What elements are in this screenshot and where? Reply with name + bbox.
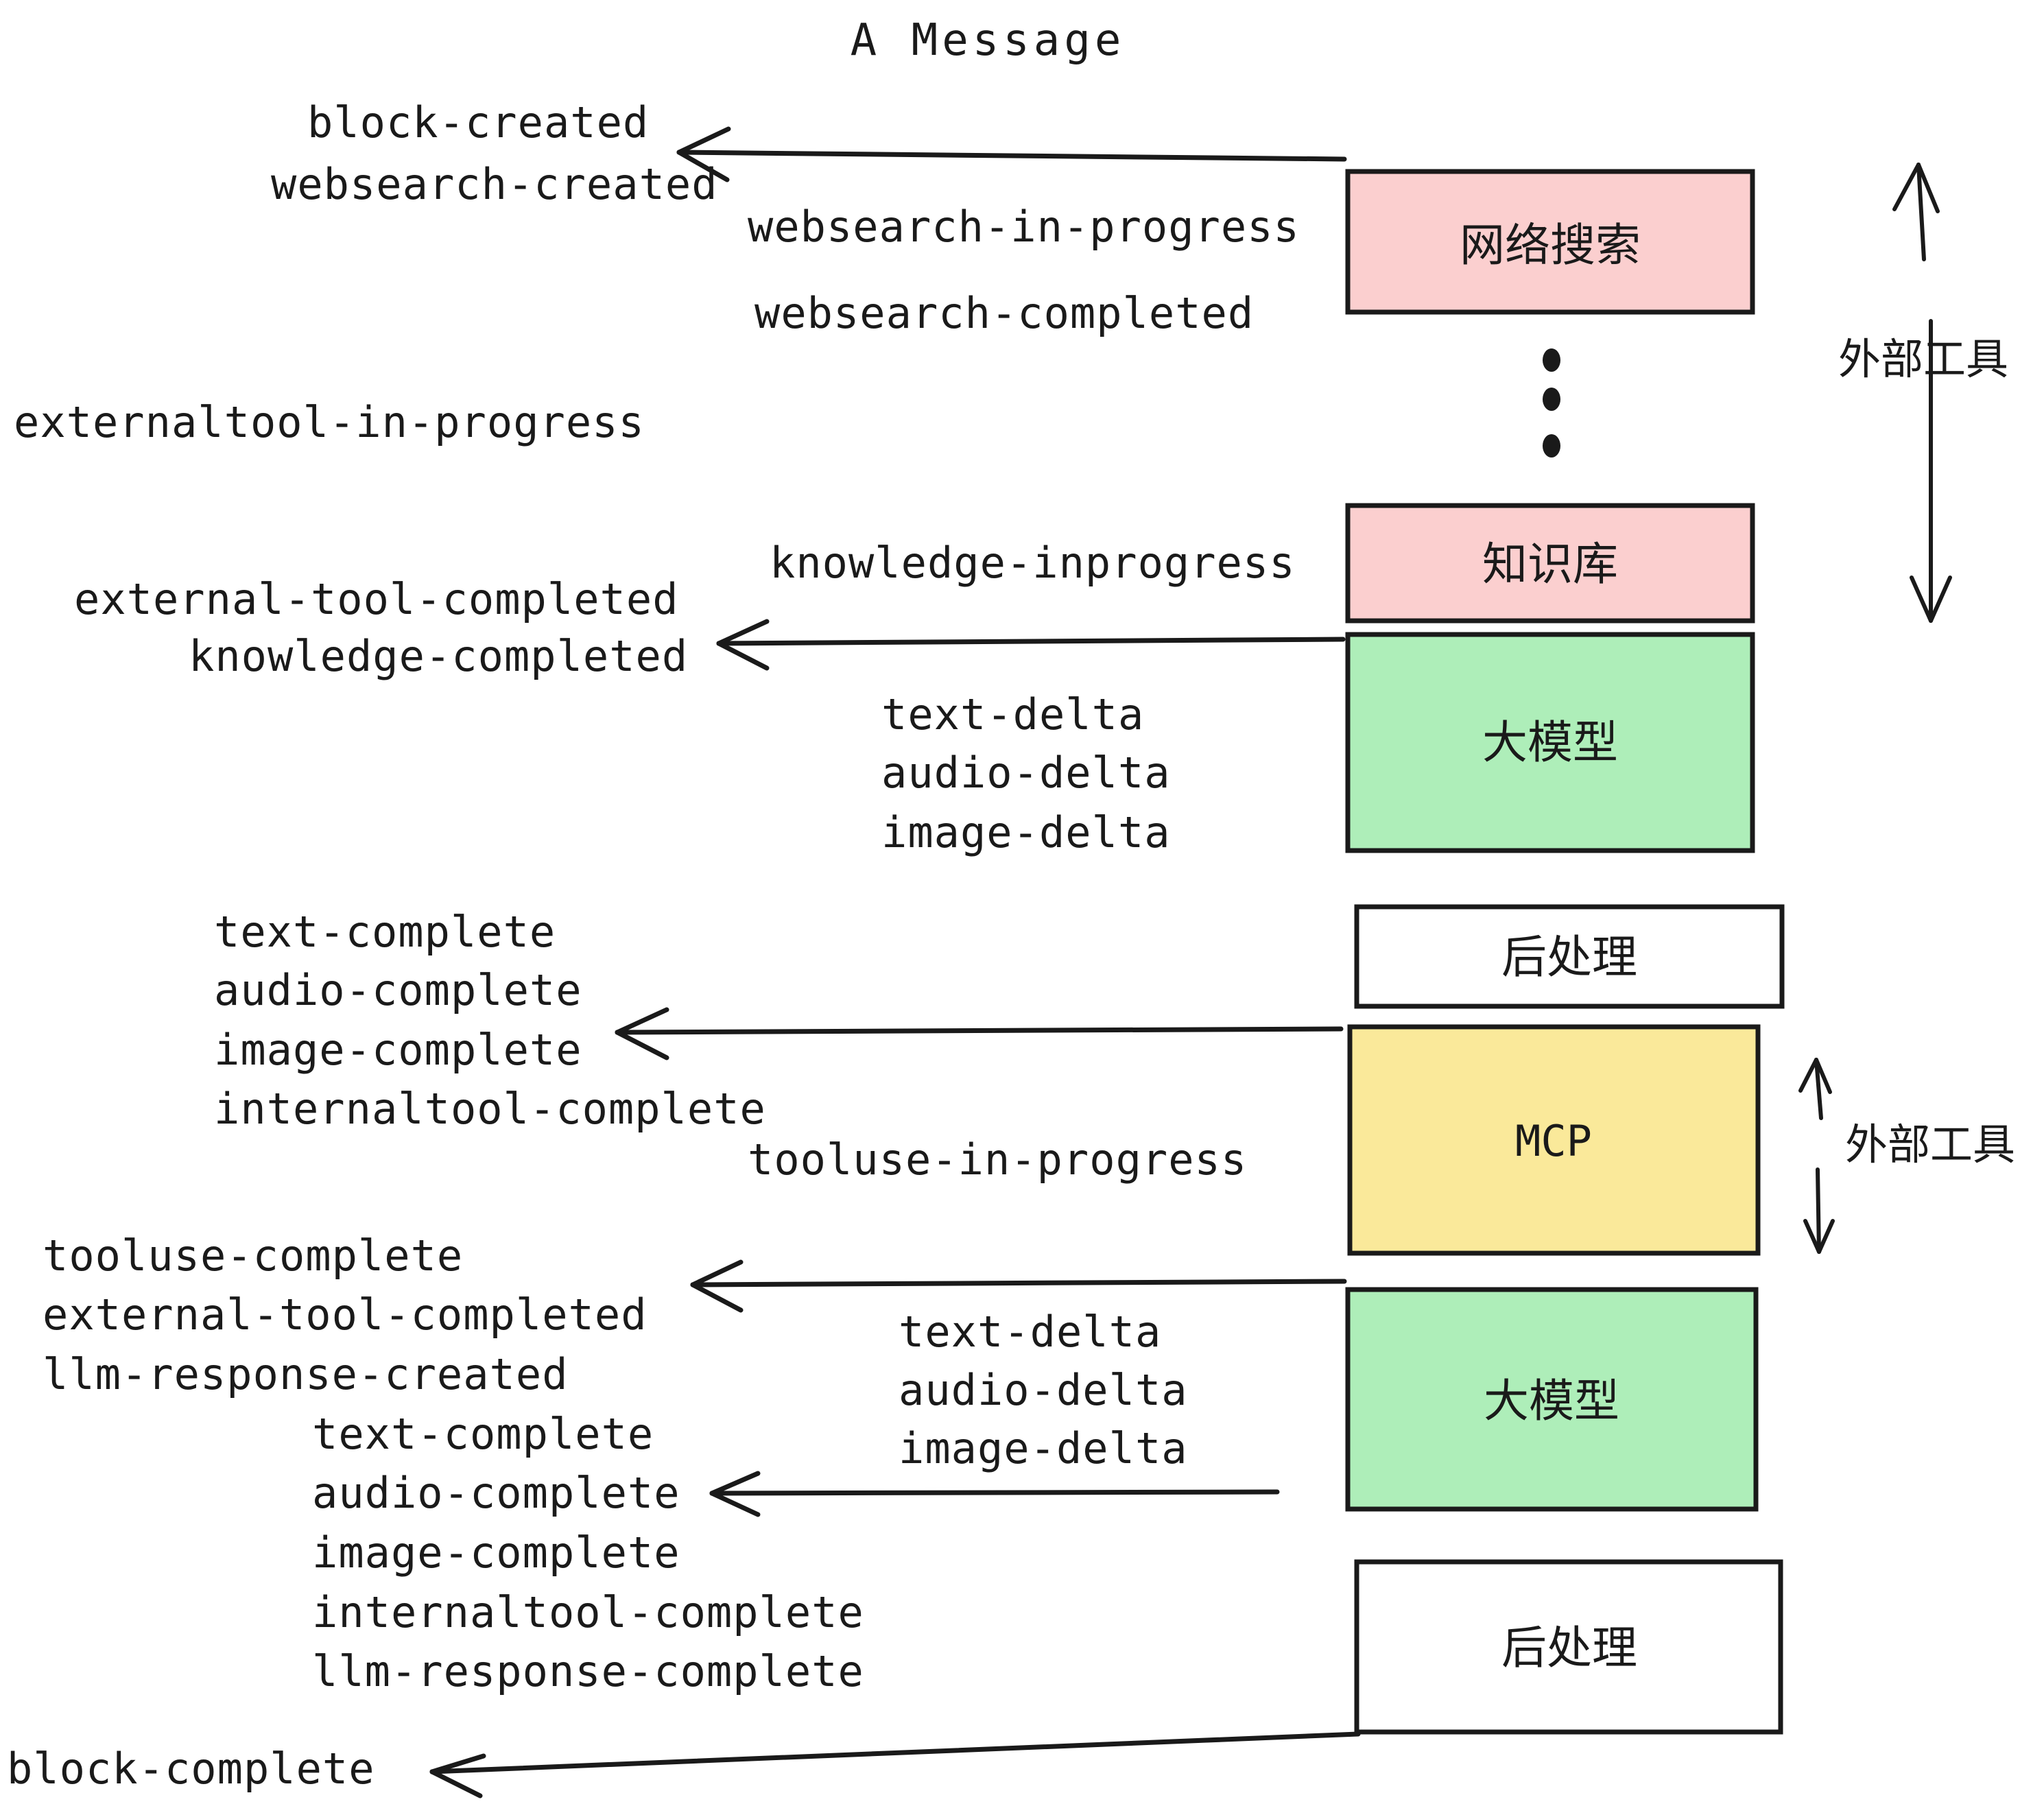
event-websearch-created: websearch-created: [271, 159, 718, 209]
event-text-delta-1: text-delta: [881, 689, 1144, 739]
box-mcp-label: MCP: [1515, 1116, 1592, 1166]
event-tooluse-in-progress: tooluse-in-progress: [748, 1135, 1247, 1185]
event-block-complete: block-complete: [7, 1744, 375, 1794]
event-audio-delta-1: audio-delta: [881, 748, 1171, 798]
event-tooluse-complete: tooluse-complete: [43, 1231, 463, 1281]
event-text-delta-2: text-delta: [899, 1307, 1161, 1357]
event-internaltool-complete-1: internaltool-complete: [214, 1084, 766, 1134]
box-postprocess-1[interactable]: [1354, 904, 1785, 1009]
ellipsis-dot-icon: [1543, 434, 1560, 458]
box-knowledge-label: 知识库: [1482, 538, 1618, 591]
ellipsis-dot-icon: [1543, 388, 1560, 411]
event-text-complete-2: text-complete: [312, 1409, 654, 1459]
box-websearch-label: 网络搜索: [1460, 219, 1641, 272]
arrow-block-complete: [429, 1731, 1361, 1799]
box-websearch[interactable]: [1345, 169, 1755, 315]
external-tools-bracket-bottom: [1798, 1058, 1835, 1254]
event-knowledge-inprogress: knowledge-inprogress: [770, 538, 1296, 588]
event-external-tool-completed-1: external-tool-completed: [74, 574, 679, 624]
event-image-delta-2: image-delta: [899, 1423, 1188, 1473]
external-tools-label-top: 外部工具: [1838, 334, 2008, 384]
event-image-delta-1: image-delta: [881, 807, 1171, 857]
event-audio-complete-1: audio-complete: [214, 965, 582, 1015]
box-llm-2-label: 大模型: [1484, 1375, 1619, 1427]
arrow-tooluse-complete: [690, 1259, 1347, 1313]
event-block-created: block-created: [307, 97, 649, 147]
event-websearch-in-progress: websearch-in-progress: [748, 202, 1300, 252]
page-title: A Message: [851, 15, 1126, 66]
arrow-image-complete: [615, 1007, 1344, 1060]
ellipsis-dot-icon: [1543, 348, 1560, 372]
event-audio-complete-2: audio-complete: [312, 1468, 680, 1518]
box-llm-1[interactable]: [1345, 632, 1755, 853]
event-image-complete-2: image-complete: [312, 1528, 680, 1578]
box-mcp[interactable]: [1347, 1024, 1761, 1256]
box-knowledge[interactable]: [1345, 503, 1755, 624]
external-tools-label-bottom: 外部工具: [1845, 1119, 2015, 1170]
event-text-complete-1: text-complete: [214, 907, 556, 957]
arrow-audio-complete: [709, 1471, 1280, 1517]
event-audio-delta-2: audio-delta: [899, 1365, 1188, 1415]
arrow-knowledge-completed: [716, 619, 1346, 671]
box-llm-1-label: 大模型: [1482, 716, 1618, 769]
event-websearch-completed: websearch-completed: [754, 288, 1254, 338]
box-llm-2[interactable]: [1345, 1287, 1759, 1512]
event-externaltool-in-progress: externaltool-in-progress: [14, 397, 645, 447]
box-postprocess-2-label: 后处理: [1501, 1622, 1637, 1674]
event-external-tool-completed-2: external-tool-completed: [43, 1290, 647, 1340]
arrow-block-created: [676, 126, 1347, 182]
event-image-complete-1: image-complete: [214, 1025, 582, 1075]
box-postprocess-1-label: 后处理: [1501, 931, 1637, 984]
event-llm-response-complete: llm-response-complete: [312, 1646, 864, 1696]
event-llm-response-created: llm-response-created: [43, 1349, 569, 1399]
external-tools-bracket-top: [1892, 163, 1952, 623]
event-knowledge-completed: knowledge-completed: [189, 631, 688, 681]
event-internaltool-complete-2: internaltool-complete: [312, 1587, 864, 1637]
box-postprocess-2[interactable]: [1354, 1559, 1783, 1735]
